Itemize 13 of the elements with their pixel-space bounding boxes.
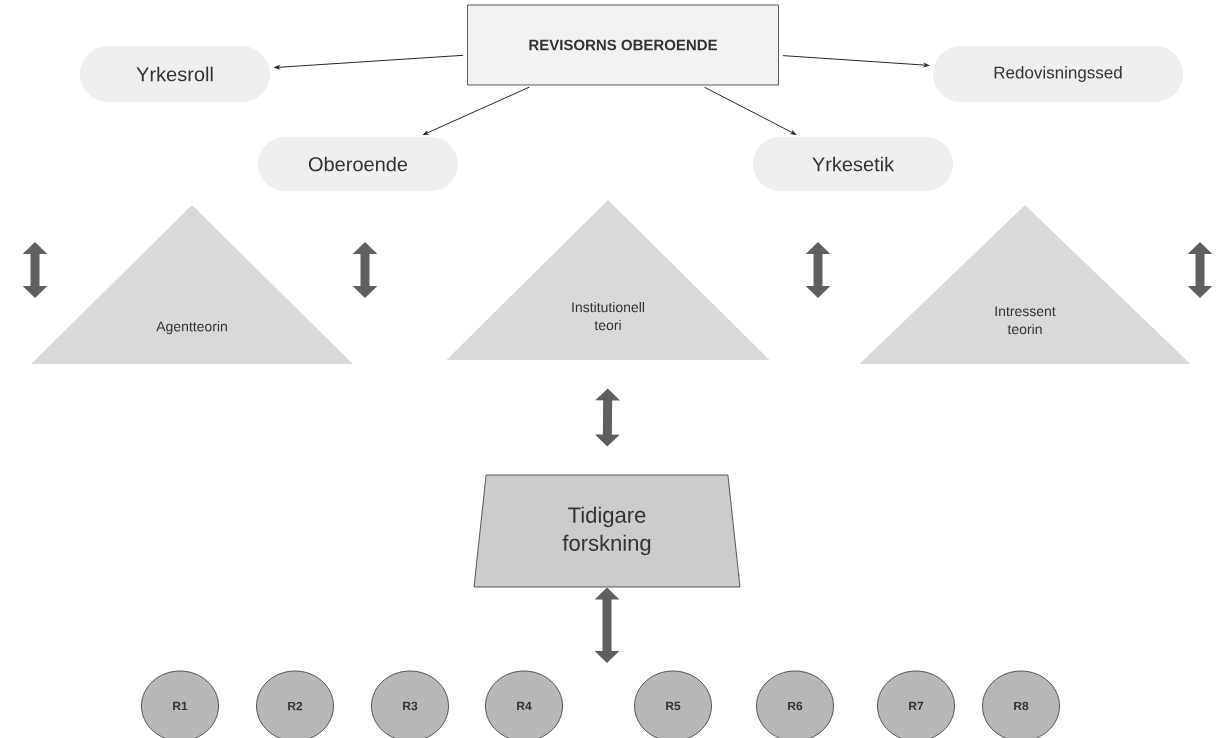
title-box: REVISORNS OBEROENDE <box>467 4 779 86</box>
triangle: Agentteorin <box>31 205 353 364</box>
trapezoid: Tidigare forskning <box>473 474 741 588</box>
arrow <box>704 86 797 135</box>
rounded-label: Yrkesroll <box>80 46 270 102</box>
arrow <box>423 86 530 136</box>
arrow <box>782 55 930 67</box>
triangle: Institutionell teori <box>446 200 770 360</box>
arrow <box>274 54 464 70</box>
rounded-label: Redovisningssed <box>933 46 1183 102</box>
rounded-label: Yrkesetik <box>753 137 953 191</box>
triangle: Intressent teorin <box>859 205 1191 364</box>
rounded-label: Oberoende <box>258 137 458 191</box>
